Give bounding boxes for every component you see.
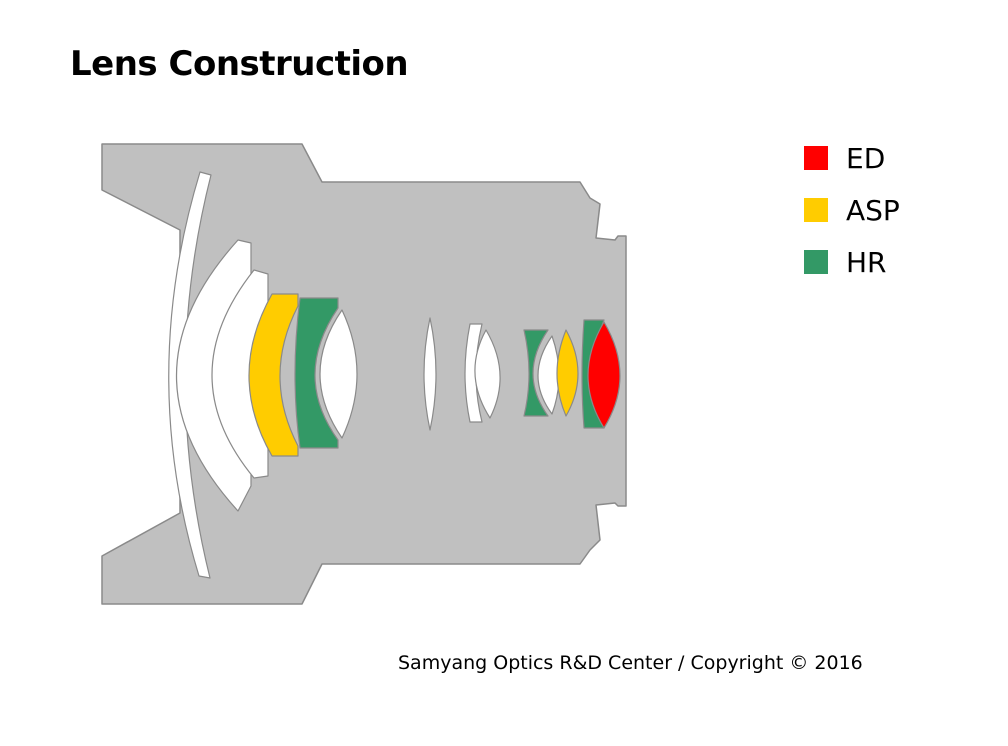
legend-item-hr: HR: [804, 236, 900, 288]
legend-swatch-ed: [804, 146, 828, 170]
legend-swatch-hr: [804, 250, 828, 274]
lens-element-9: [474, 329, 501, 419]
legend-item-ed: ED: [804, 132, 900, 184]
legend: ED ASP HR: [804, 132, 900, 288]
legend-label-asp: ASP: [846, 193, 900, 227]
legend-swatch-asp: [804, 198, 828, 222]
legend-label-hr: HR: [846, 245, 887, 279]
lens-element-4: [248, 293, 299, 457]
lens-element-7: [423, 317, 437, 431]
lens-element-5: [294, 297, 339, 449]
page-title: Lens Construction: [70, 44, 409, 84]
lens-element-8: [464, 323, 483, 423]
copyright-footer: Samyang Optics R&D Center / Copyright © …: [398, 652, 863, 674]
lens-element-1: [168, 171, 212, 579]
lens-element-6: [319, 309, 358, 439]
legend-label-ed: ED: [846, 141, 886, 175]
lens-element-3: [211, 269, 269, 479]
lens-element-12: [556, 329, 579, 417]
lens-element-14: [587, 321, 621, 429]
legend-item-asp: ASP: [804, 184, 900, 236]
lens-element-10: [523, 329, 549, 417]
